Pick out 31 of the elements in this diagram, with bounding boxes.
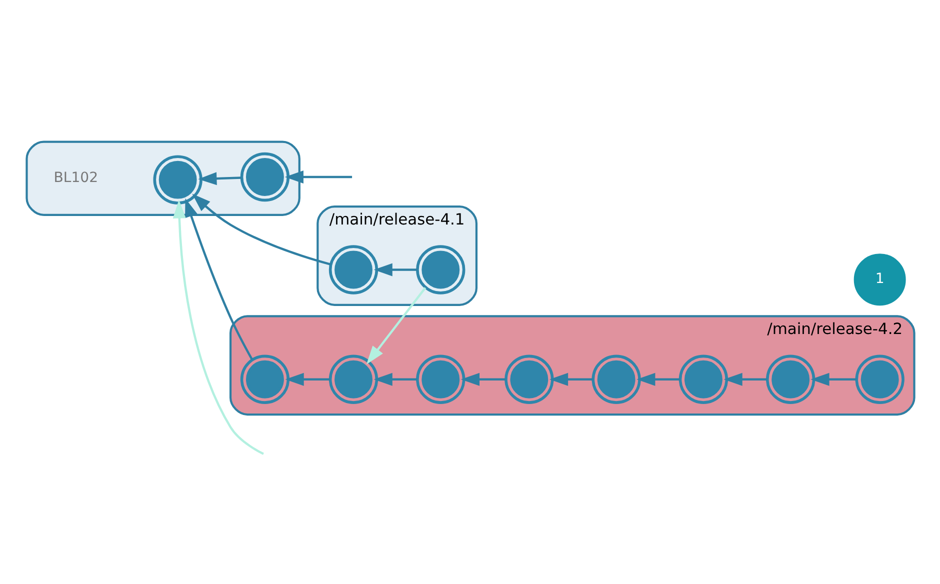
arrow bbox=[284, 170, 352, 183]
node-circle bbox=[240, 354, 290, 404]
arrow bbox=[373, 372, 417, 386]
node-circle bbox=[416, 244, 465, 294]
node-label: BL102 bbox=[53, 169, 98, 186]
cluster: /main/release-4.1 bbox=[316, 204, 478, 306]
node-circle bbox=[678, 354, 728, 404]
arrow bbox=[373, 262, 417, 276]
arrow bbox=[460, 372, 506, 386]
cluster bbox=[25, 140, 300, 216]
node-circle bbox=[328, 244, 378, 294]
arrow bbox=[810, 372, 856, 386]
arrow bbox=[284, 372, 330, 386]
arrow bbox=[366, 286, 426, 364]
arrow bbox=[548, 372, 592, 386]
node-circle bbox=[854, 354, 904, 404]
arrow bbox=[184, 198, 253, 360]
node-circle bbox=[240, 152, 290, 202]
arrow bbox=[172, 199, 264, 454]
cluster: /main/release-4.2 bbox=[228, 314, 915, 416]
arrow bbox=[198, 172, 241, 185]
node-circle bbox=[504, 354, 554, 404]
node-circle bbox=[416, 354, 465, 404]
label: 1 bbox=[874, 270, 884, 287]
arrow bbox=[723, 372, 767, 386]
node-circle bbox=[328, 354, 378, 404]
node-circle bbox=[766, 354, 815, 404]
arrow bbox=[192, 193, 331, 266]
arrow bbox=[636, 372, 680, 386]
node-circle bbox=[591, 354, 640, 404]
node-circle bbox=[152, 154, 202, 204]
